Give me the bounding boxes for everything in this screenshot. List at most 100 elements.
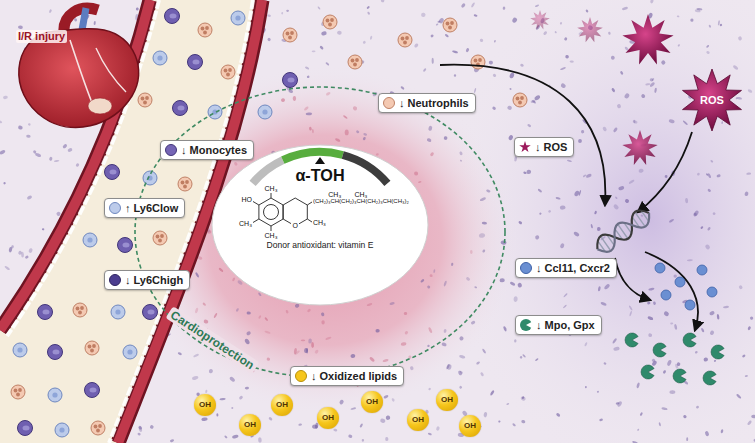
tissue-speckle	[677, 44, 680, 47]
tissue-speckle	[337, 31, 342, 36]
tissue-speckle	[710, 160, 714, 163]
cardioprotection-boundary	[135, 87, 505, 377]
tissue-speckle	[615, 196, 618, 199]
tissue-speckle	[382, 358, 388, 362]
cell-icon	[383, 97, 395, 109]
tissue-speckle	[308, 338, 312, 343]
neutrophil-nucleus	[290, 31, 294, 35]
tissue-speckle	[359, 423, 363, 428]
star-outline	[683, 69, 742, 131]
tissue-speckle	[514, 339, 517, 342]
tissue-speckle	[264, 330, 271, 334]
infarct-area	[88, 98, 112, 114]
tissue-speckle	[709, 330, 715, 336]
lipid-callout: ↓ Oxidized lipids	[290, 366, 404, 386]
tissue-speckle	[75, 163, 79, 168]
tissue-speckle	[138, 425, 143, 430]
ly6c-low-callout: ↑ Ly6Clow	[104, 198, 185, 218]
neutrophil-cell	[348, 55, 362, 69]
star-text: ROS	[700, 94, 724, 106]
tissue-speckle	[474, 88, 477, 93]
callout-text: ↑ Ly6Clow	[125, 201, 178, 215]
tissue-speckle	[268, 416, 273, 421]
tissue-speckle	[537, 188, 542, 193]
tissue-speckle	[325, 336, 332, 340]
tissue-speckle	[325, 91, 331, 96]
neutrophil-cell	[443, 18, 457, 32]
ros-star	[622, 14, 673, 64]
tissue-speckle	[356, 130, 360, 134]
neutrophil-nucleus	[286, 32, 290, 36]
tissue-speckle	[213, 312, 218, 318]
ly6c-low-cell	[111, 305, 125, 319]
tissue-speckle	[719, 23, 722, 26]
tissue-speckle	[548, 209, 552, 213]
tissue-speckle	[586, 173, 593, 178]
neutrophil-nucleus	[478, 58, 482, 62]
tissue-speckle	[581, 130, 585, 134]
chemokine	[685, 300, 695, 310]
tissue-speckle	[704, 431, 709, 437]
tissue-speckle	[321, 312, 325, 316]
tissue-speckle	[408, 355, 411, 358]
callout-text: ↓ Oxidized lipids	[311, 369, 397, 383]
tissue-speckle	[319, 45, 324, 50]
tissue-speckle	[231, 407, 233, 409]
neutrophil-nucleus	[185, 180, 189, 184]
tissue-speckle	[8, 247, 12, 253]
tissue-speckle	[380, 418, 386, 424]
tissue-speckle	[137, 432, 141, 436]
tissue-speckle	[649, 82, 655, 88]
tissue-speckle	[281, 12, 283, 15]
neutrophil-cell	[91, 421, 105, 435]
callout-text: ↓ Ccl11, Cxcr2	[536, 261, 610, 275]
tissue-speckle	[333, 428, 338, 432]
tissue-speckle	[521, 420, 525, 424]
tissue-speckle	[608, 32, 611, 36]
neutrophil-nucleus	[474, 59, 478, 63]
tissue-speckle	[258, 292, 262, 297]
cell-icon	[165, 144, 177, 156]
tissue-speckle	[747, 420, 753, 426]
tissue-speckle	[530, 99, 536, 103]
chemokine	[661, 290, 671, 300]
neutrophil-nucleus	[78, 311, 82, 315]
tissue-speckle	[573, 231, 580, 237]
tissue-speckle	[303, 106, 309, 111]
tissue-speckle	[618, 186, 625, 191]
lipid-text: OH	[441, 396, 453, 404]
tissue-speckle	[535, 4, 540, 7]
ly6c-low-nucleus	[59, 427, 64, 432]
tissue-speckle	[658, 422, 661, 427]
ly6c-low-nucleus	[52, 392, 57, 397]
enzyme-callout: ↓ Mpo, Gpx	[515, 315, 602, 335]
tissue-speckle	[363, 133, 367, 137]
gauge-high	[343, 155, 388, 183]
tissue-speckle	[645, 83, 650, 86]
tissue-speckle	[492, 73, 497, 78]
tissue-speckle	[400, 86, 405, 91]
tissue-speckle	[325, 62, 330, 66]
tissue-speckle	[367, 11, 371, 15]
neutrophil-nucleus	[446, 22, 450, 26]
tissue-speckle	[712, 212, 716, 216]
tissue-speckle	[443, 280, 447, 286]
tissue-speckle	[539, 212, 542, 215]
chemical-structure	[253, 193, 312, 231]
monocyte-cell	[173, 101, 188, 116]
neutrophil-nucleus	[143, 101, 147, 105]
tissue-speckle	[362, 40, 366, 44]
tissue-speckle	[706, 173, 709, 176]
tissue-speckle	[304, 348, 308, 353]
side-chain: (CH₂)₃CH(CH₂)₃CH(CH₂)₃CH(CH₃)₂	[313, 198, 409, 205]
tissue-speckle	[380, 0, 384, 3]
tissue-speckle	[639, 412, 643, 416]
neutrophil-nucleus	[160, 234, 164, 238]
tissue-speckle	[205, 390, 208, 394]
tissue-speckle	[321, 31, 327, 36]
tissue-speckle	[428, 432, 433, 435]
tissue-speckle	[306, 112, 313, 115]
tissue-speckle	[651, 78, 654, 82]
tissue-speckle	[28, 248, 33, 254]
tissue-speckle	[432, 58, 434, 64]
